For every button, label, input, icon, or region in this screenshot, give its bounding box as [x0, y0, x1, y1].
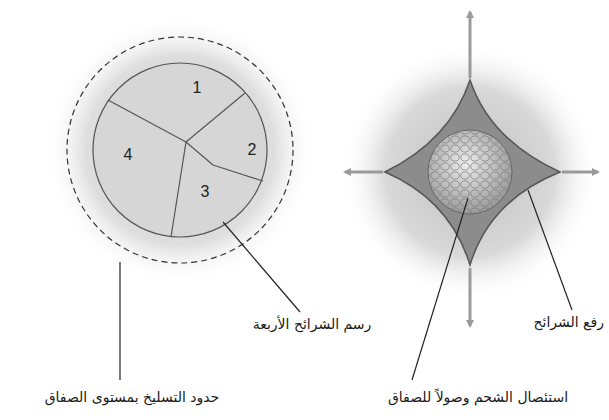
- step-label: حدود التسليخ بمستوى الصفاق: [45, 389, 220, 406]
- callout-number: 3: [201, 182, 210, 201]
- callout-number: 4: [124, 145, 133, 164]
- callout-number: 1: [193, 78, 202, 97]
- step-label: استئصال الشحم وصولاً للصفاق: [388, 389, 568, 406]
- step-label: رسم الشرائح الأربعة: [253, 316, 372, 333]
- callout-number: 2: [248, 140, 257, 159]
- step-label: رفع الشرائح: [533, 314, 604, 331]
